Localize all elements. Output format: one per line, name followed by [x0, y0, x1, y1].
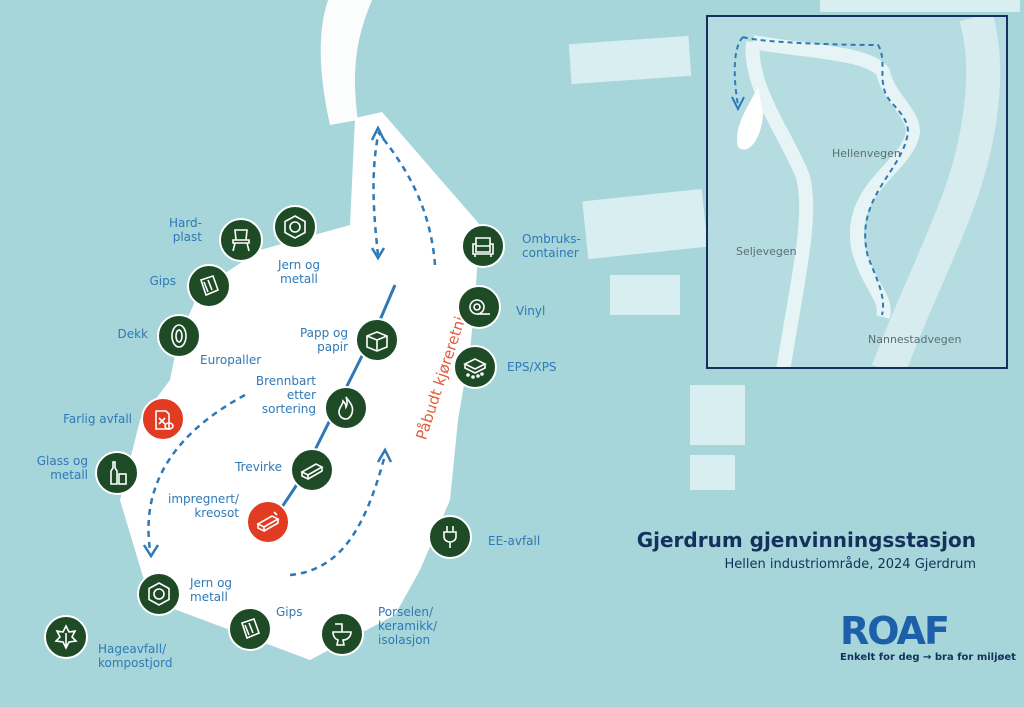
logo-tagline: Enkelt for deg → bra for miljøet: [840, 652, 1016, 663]
building-shape: [568, 35, 692, 85]
station-farlig-avfall[interactable]: [141, 397, 185, 441]
station-ee-avfall[interactable]: [428, 515, 472, 559]
label-eps-xps: EPS/XPS: [507, 360, 557, 374]
road-label-nannestadvegen: Nannestadvegen: [868, 333, 962, 346]
label-glass-metall: Glass og metall: [36, 454, 88, 482]
driving-route: [289, 454, 387, 577]
station-jern-metall-bottom[interactable]: [137, 572, 181, 616]
station-dekk[interactable]: [157, 314, 201, 358]
label-brennbart: Brennbart etter sortering: [255, 374, 316, 416]
vinyl-roll-icon: [469, 299, 490, 315]
label-ombruk: Ombruks- container: [522, 232, 581, 260]
label-porselen: Porselen/ keramikk/ isolasjon: [378, 605, 438, 647]
station-papp-papir[interactable]: [355, 318, 399, 362]
logo-word: ROAF: [840, 609, 950, 653]
hex-nut-icon: [284, 215, 306, 239]
road-label-hellenvegen: Hellenvegen: [832, 147, 901, 160]
gypsum-board-icon: [240, 617, 261, 640]
building-shape: [610, 275, 680, 315]
impregnated-wood-icon: [256, 511, 280, 533]
driving-route: [377, 131, 437, 266]
label-gips-bottom: Gips: [276, 605, 303, 619]
station-gips-top[interactable]: [187, 264, 231, 308]
route-arrow: [370, 247, 386, 261]
wood-plank-icon: [300, 463, 324, 481]
gypsum-board-icon: [199, 274, 220, 297]
page-title: Gjerdrum gjenvinningsstasjon: [636, 528, 976, 552]
label-gips-top: Gips: [149, 274, 176, 288]
station-porselen[interactable]: [320, 612, 364, 656]
hazard-canister-icon: [155, 410, 174, 430]
road-label-seljevegen: Seljevegen: [736, 245, 797, 258]
building-shape: [690, 455, 735, 490]
label-hageavfall: Hageavfall/ kompostjord: [98, 642, 173, 670]
label-jern-metall-bottom: Jern og metall: [190, 576, 233, 604]
building-shape: [582, 188, 708, 260]
label-europaller: Europaller: [200, 353, 262, 367]
label-trevirke: Trevirke: [235, 460, 282, 474]
driving-route: [147, 393, 246, 551]
station-eps-xps[interactable]: [453, 345, 497, 389]
label-impregnert: impregnert/ kreosot: [168, 492, 239, 520]
inset-roads: [708, 17, 1006, 367]
chair-icon: [232, 229, 250, 252]
access-road: [320, 0, 372, 125]
internal-road-line: [278, 284, 397, 511]
route-arrow: [142, 544, 160, 559]
bottles-icon: [110, 461, 127, 485]
flame-icon: [338, 396, 354, 420]
station-impregnert[interactable]: [246, 500, 290, 544]
toilet-icon: [332, 623, 352, 646]
building-shape: [820, 0, 1020, 12]
station-gips-bottom[interactable]: [228, 607, 272, 651]
recycling-site-area: [120, 112, 480, 660]
label-jern-metall-top: Jern og metall: [277, 258, 321, 286]
label-papp-papir: Papp og papir: [299, 326, 348, 354]
label-hardplast: Hard- plast: [168, 216, 202, 244]
locator-inset-map: Hellenvegen Seljevegen Nannestadvegen: [706, 15, 1008, 369]
driving-route: [372, 134, 380, 256]
route-arrow: [370, 125, 386, 141]
plug-icon: [443, 526, 457, 548]
route-arrow: [376, 447, 393, 463]
station-ombruk[interactable]: [461, 224, 505, 268]
station-hageavfall[interactable]: [44, 615, 88, 659]
hex-nut-icon: [148, 582, 170, 606]
label-vinyl: Vinyl: [516, 304, 546, 318]
label-farlig-avfall: Farlig avfall: [63, 412, 132, 426]
cardboard-box-icon: [366, 331, 388, 352]
page-subtitle: Hellen industriområde, 2024 Gjerdrum: [724, 557, 977, 572]
leaf-icon: [54, 624, 78, 650]
building-shape: [690, 385, 745, 445]
station-trevirke[interactable]: [290, 448, 334, 492]
label-dekk: Dekk: [117, 327, 148, 341]
station-hardplast[interactable]: [219, 218, 263, 262]
station-vinyl[interactable]: [457, 285, 501, 329]
station-jern-metall-top[interactable]: [273, 205, 317, 249]
station-brennbart[interactable]: [324, 386, 368, 430]
tire-icon: [171, 324, 187, 348]
roaf-logo: ROAF Enkelt for deg → bra for miljøet: [840, 612, 1016, 663]
armchair-icon: [472, 237, 494, 257]
station-glass-metall[interactable]: [95, 451, 139, 495]
label-ee-avfall: EE-avfall: [488, 534, 541, 548]
styrofoam-icon: [463, 358, 487, 379]
